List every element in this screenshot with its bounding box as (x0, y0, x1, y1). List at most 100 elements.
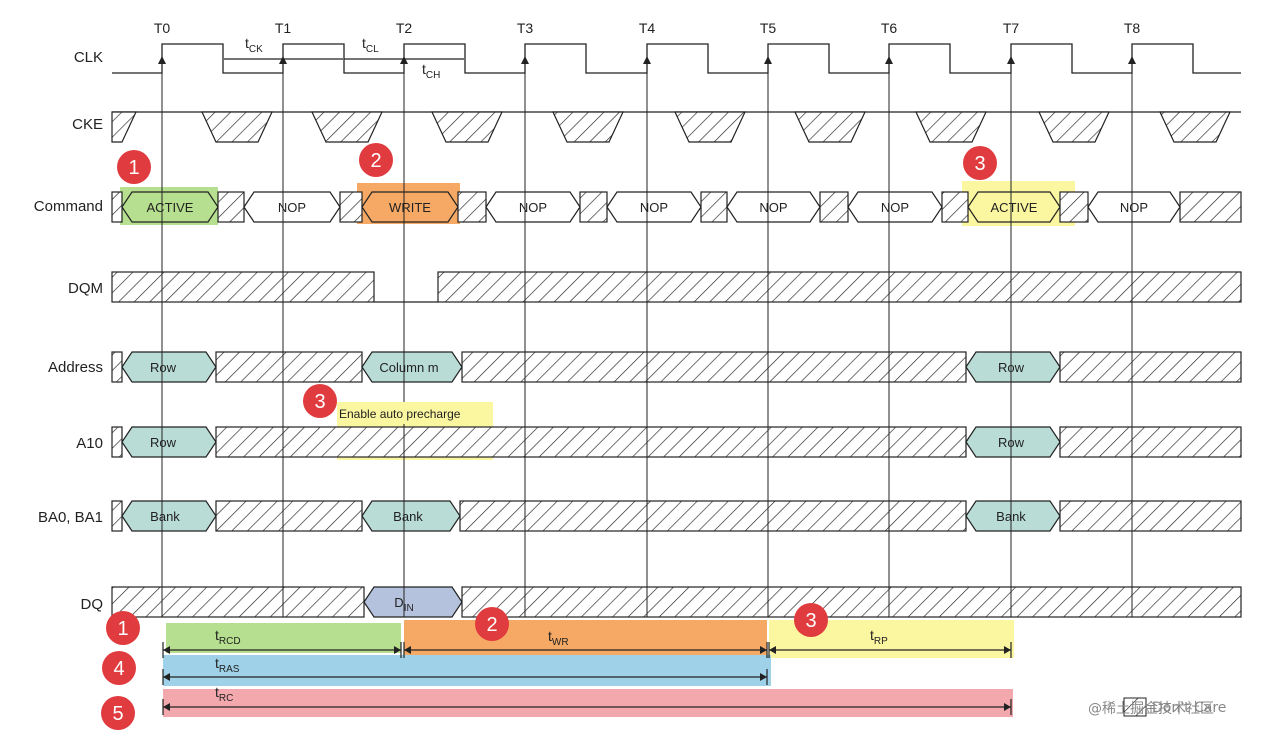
tch-main: t (422, 61, 426, 77)
clk-rising-arrow-7 (1007, 56, 1015, 64)
ba-bank-2-text: Bank (393, 509, 423, 524)
signal-label-ba: BA0, BA1 (38, 509, 103, 526)
tras-bar (163, 655, 771, 686)
ba-dont-care-3 (1059, 500, 1242, 532)
marker-circle-cmd-active (117, 150, 151, 184)
trcd-main: t (215, 627, 219, 643)
trc-bar (163, 689, 1013, 717)
tck-label: tCK (245, 35, 263, 55)
trc-arrow (162, 699, 1012, 715)
clk-waveform (112, 43, 1241, 74)
marker-twr: 2 (475, 607, 509, 641)
clk-rising-arrow-5 (764, 56, 772, 64)
cke-dont-care-0 (201, 111, 273, 143)
command-text-8: NOP (1120, 200, 1148, 215)
trp-sub: RP (874, 636, 888, 647)
svg-text:tCH: tCH (422, 61, 440, 81)
dq-data-main: D (394, 595, 403, 610)
trc-main: t (215, 684, 219, 700)
dqm-dont-care-1 (111, 271, 375, 303)
clock-tick-4: T4 (639, 20, 656, 36)
marker-circle-twr (475, 607, 509, 641)
svg-text:tRCD: tRCD (215, 627, 241, 647)
marker-number-cmd-active: 1 (128, 157, 139, 179)
trp-arrow-head-right (1004, 646, 1011, 654)
tck-sub: CK (249, 44, 263, 55)
cke-dont-care-2 (431, 111, 503, 143)
tras-main: t (215, 655, 219, 671)
svg-text:tRC: tRC (215, 684, 233, 704)
command-text-7: ACTIVE (991, 200, 1038, 215)
dont-care-label: Don't Care (1152, 700, 1226, 716)
clk-rising-arrow-1 (279, 56, 287, 64)
marker-number-twr: 2 (486, 614, 497, 636)
cke-dont-care-1 (311, 111, 383, 143)
tras-arrow (162, 669, 768, 685)
trcd-sub: RCD (219, 636, 241, 647)
clock-edge-guides (161, 72, 1133, 617)
marker-trp: 3 (794, 603, 828, 637)
marker-circle-trcd (106, 611, 140, 645)
marker-circle-precharge (303, 384, 337, 418)
clk-rising-arrow-0 (158, 56, 166, 64)
trcd-arrow-head-right (394, 646, 401, 654)
marker-precharge: 3 (303, 384, 337, 418)
clock-tick-2: T2 (396, 20, 413, 36)
command-dont-care-end (1179, 191, 1242, 223)
dqm-dont-care-2 (437, 271, 1242, 303)
command-dont-care-4 (579, 191, 608, 223)
command-dont-care-8 (1059, 191, 1089, 223)
marker-number-trcd: 1 (117, 618, 128, 640)
tcl-label: tCL (362, 35, 379, 55)
command-text-1: NOP (278, 200, 306, 215)
address-row-1-text: Row (150, 360, 177, 375)
clk-rising-arrow-3 (521, 56, 529, 64)
dq-dont-care-2 (461, 586, 1242, 618)
cke-dont-care-3 (552, 111, 624, 143)
svg-text:tCK: tCK (245, 35, 263, 55)
clock-tick-5: T5 (760, 20, 777, 36)
tcl-main: t (362, 35, 366, 51)
address-dont-care-2 (461, 351, 967, 383)
tch-label: tCH (422, 61, 440, 81)
twr-arrow (403, 642, 768, 658)
clk-rising-arrow-6 (885, 56, 893, 64)
dq-data-sub: IN (404, 603, 414, 614)
marker-circle-trc (101, 696, 135, 730)
precharge-note-bg (337, 402, 493, 424)
tras-arrow-head-right (760, 673, 767, 681)
clock-tick-3: T3 (517, 20, 534, 36)
clock-tick-1: T1 (275, 20, 292, 36)
signal-label-cke: CKE (72, 116, 103, 133)
clock-tick-8: T8 (1124, 20, 1141, 36)
command-text-4: NOP (640, 200, 668, 215)
marker-number-trp: 3 (805, 610, 816, 632)
watermark: @稀土掘金技术社区 (1088, 701, 1214, 717)
tras-arrow-head-left (163, 673, 170, 681)
twr-sub: WR (552, 637, 569, 648)
command-dont-care-5 (700, 191, 728, 223)
trp-arrow-head-left (769, 646, 776, 654)
dq-dont-care-1 (111, 586, 365, 618)
svg-text:tRP: tRP (870, 627, 888, 647)
ba-dont-care-0 (111, 500, 123, 532)
clk-rising-arrow-8 (1128, 56, 1136, 64)
command-dont-care-7 (941, 191, 969, 223)
command-text-2: WRITE (389, 200, 431, 215)
a10-dont-care-0 (111, 426, 123, 458)
address-dont-care-1 (215, 351, 363, 383)
command-dont-care-3 (457, 191, 487, 223)
trc-sub: RC (219, 693, 233, 704)
marker-tras: 4 (102, 651, 136, 685)
twr-arrow-head-right (760, 646, 767, 654)
marker-cmd-active: 1 (117, 150, 151, 184)
clock-tick-7: T7 (1003, 20, 1020, 36)
a10-row-1-text: Row (150, 435, 177, 450)
cke-dont-care-8 (1159, 111, 1231, 143)
tch-sub: CH (426, 70, 440, 81)
a10-dont-care-1 (215, 426, 967, 458)
tck-main: t (245, 35, 249, 51)
command-text-5: NOP (759, 200, 787, 215)
